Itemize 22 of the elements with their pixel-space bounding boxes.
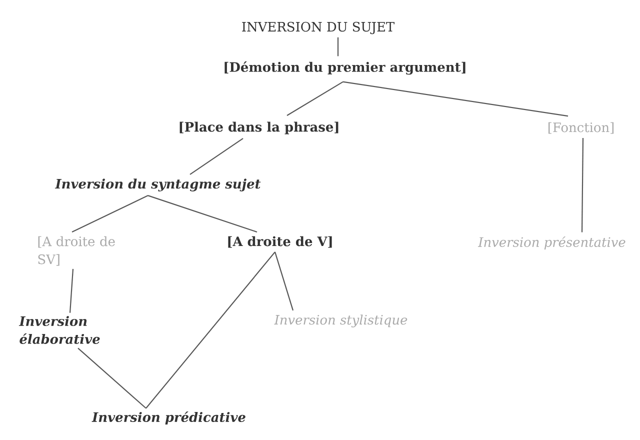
branch-line <box>274 252 294 311</box>
branch-line <box>337 37 339 56</box>
branch-line <box>342 81 568 117</box>
tree-label: Inversion prédicative <box>92 411 246 424</box>
branch-line <box>146 252 276 409</box>
branch-line <box>72 195 148 233</box>
branch-line <box>286 81 344 116</box>
tree-label: [A droite de SV] <box>38 236 115 266</box>
branch-line <box>148 195 258 233</box>
branch-line <box>581 138 584 232</box>
tree-label: [Place dans la phrase] <box>180 122 338 134</box>
branch-line <box>190 138 244 175</box>
tree-label: Inversion élaborative <box>18 316 100 344</box>
tree-label: [Démotion du premier argument] <box>224 61 466 75</box>
branch-line <box>69 268 74 313</box>
branch-line <box>78 348 146 409</box>
tree-label: [A droite de V] <box>228 236 332 248</box>
tree-label: [Fonction] <box>548 122 614 134</box>
tree-label: Inversion du syntagme sujet <box>54 178 261 192</box>
tree-label: INVERSION DU SUJET <box>242 22 394 34</box>
tree-label: Inversion stylistique <box>274 314 408 328</box>
tree-label: Inversion présentative <box>478 236 626 250</box>
